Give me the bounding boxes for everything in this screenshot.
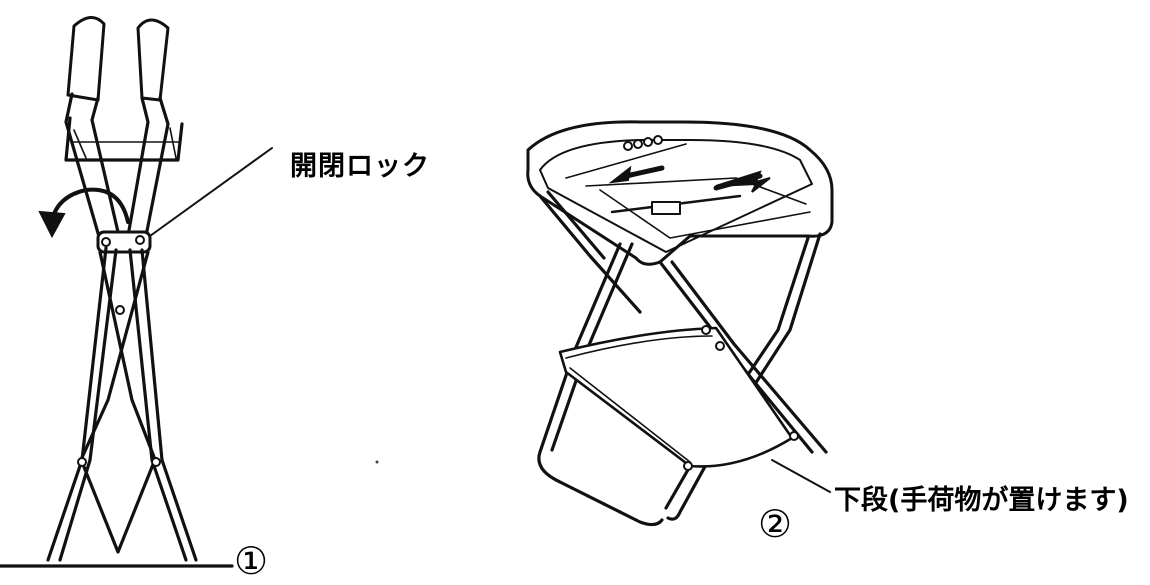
arrow-left [623, 165, 665, 179]
right-upper-tube [144, 96, 170, 238]
lower-v-bar [80, 460, 156, 554]
left-inner-tube [90, 96, 120, 234]
lower-shelf-label: 下段(手荷物が置けます) [834, 485, 1129, 516]
tray-knob [643, 137, 653, 147]
changing-tray [526, 120, 834, 266]
left-upper-tube [64, 92, 102, 242]
leg-b [58, 248, 118, 562]
right-inner-tube [126, 96, 150, 238]
tray-knob [633, 139, 643, 149]
opened-stand-illustration [526, 120, 834, 527]
cross-tube-2 [78, 250, 150, 464]
step-1-marker: ① [234, 539, 269, 583]
tray-surface [539, 139, 813, 253]
folded-tray [64, 116, 184, 162]
folded-stand-illustration [0, 16, 273, 568]
cross-tube-1 [98, 250, 158, 464]
right-top-pad [136, 18, 170, 102]
lower-shelf [558, 326, 794, 468]
lock-leader-line [149, 147, 273, 237]
tray-knob [623, 141, 633, 151]
tray-knob [653, 135, 663, 145]
shelf-leader-line [771, 459, 831, 493]
leg-d [140, 248, 198, 562]
belt-buckle [651, 201, 681, 215]
step-2-marker: ② [758, 502, 793, 546]
left-cross-leg [537, 242, 664, 527]
left-top-pad [66, 16, 106, 102]
rotate-arrow-head [38, 210, 66, 239]
rotate-arrow [50, 187, 130, 224]
rear-leg-1 [538, 194, 642, 314]
front-leg-2 [670, 260, 828, 454]
lock-label: 開閉ロック [290, 151, 430, 182]
